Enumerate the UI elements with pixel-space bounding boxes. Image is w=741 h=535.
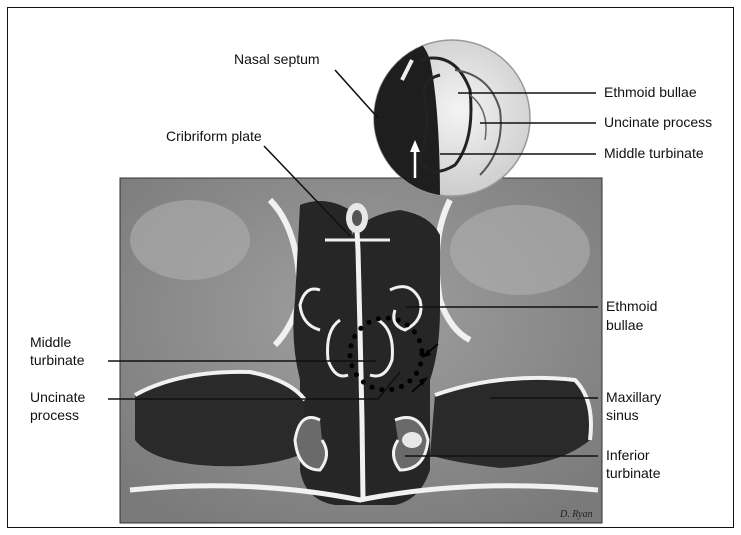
label-middle-turbinate-top: Middle turbinate: [604, 145, 704, 162]
svg-text:D. Ryan: D. Ryan: [559, 509, 593, 520]
leader-nasal-septum: [335, 70, 378, 118]
label-ethmoid-bullae-top: Ethmoid bullae: [604, 84, 697, 101]
ct-scan-image: D. Ryan: [120, 178, 602, 523]
label-nasal-septum: Nasal septum: [234, 51, 320, 68]
label-inferior-turbinate-line2: turbinate: [606, 465, 660, 482]
label-uncinate-process-left-line2: process: [30, 407, 79, 424]
label-middle-turbinate-left-line2: turbinate: [30, 352, 84, 369]
label-uncinate-process-top: Uncinate process: [604, 114, 712, 131]
label-middle-turbinate-left-line1: Middle: [30, 334, 71, 351]
magnified-inset: [370, 38, 530, 201]
label-cribriform-plate: Cribriform plate: [166, 128, 262, 145]
label-maxillary-sinus-line2: sinus: [606, 407, 639, 424]
label-maxillary-sinus-line1: Maxillary: [606, 389, 661, 406]
label-uncinate-process-left-line1: Uncinate: [30, 389, 85, 406]
label-ethmoid-bullae-right-line1: Ethmoid: [606, 298, 657, 315]
label-ethmoid-bullae-right-line2: bullae: [606, 317, 643, 334]
label-inferior-turbinate-line1: Inferior: [606, 447, 650, 464]
